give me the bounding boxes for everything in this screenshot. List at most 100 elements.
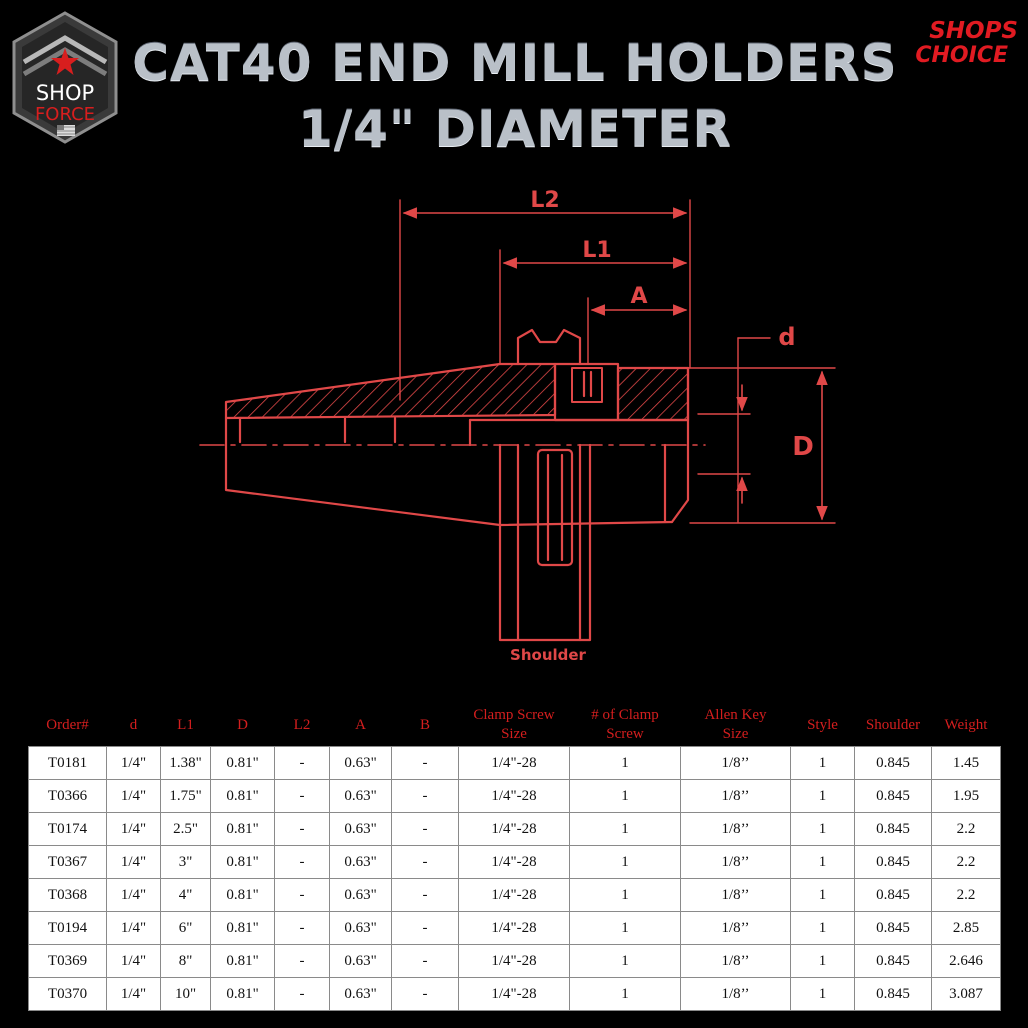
table-cell: 1/4" (106, 944, 161, 978)
table-cell: 1/8’’ (680, 779, 791, 813)
table-cell: 0.81" (210, 845, 275, 879)
table-cell: 0.81" (210, 779, 275, 813)
table-cell: 4" (160, 878, 211, 912)
shop-force-logo: SHOP FORCE (12, 11, 118, 144)
column-header-text: Clamp Screw (473, 707, 555, 723)
table-cell: 1/8’’ (680, 746, 791, 780)
table-cell: 1.38" (160, 746, 211, 780)
column-header: B (391, 704, 459, 747)
shoulder-label: Shoulder (510, 646, 587, 664)
table-cell: - (274, 911, 330, 945)
dim-label-d-small: d (778, 323, 795, 351)
table-cell: - (391, 779, 459, 813)
column-header: Weight (931, 704, 1001, 747)
table-cell: 1/8’’ (680, 944, 791, 978)
table-cell: - (274, 779, 330, 813)
column-header-text: Order# (46, 716, 89, 733)
dim-label-l2: L2 (530, 188, 559, 213)
column-header-text: Size (722, 726, 749, 742)
table-cell: T0367 (28, 845, 107, 879)
column-header-text: d (129, 716, 138, 733)
table-cell: T0370 (28, 977, 107, 1011)
column-header-text: B (419, 716, 430, 733)
table-cell: 1/4"-28 (458, 746, 570, 780)
table-cell: 10" (160, 977, 211, 1011)
table-cell: - (391, 746, 459, 780)
table-cell: 1 (790, 779, 855, 813)
table-cell: 2.2 (931, 812, 1001, 846)
column-header-text: L1 (177, 716, 194, 733)
table-cell: 0.63" (329, 878, 392, 912)
table-cell: 1 (569, 977, 681, 1011)
table-cell: 1.95 (931, 779, 1001, 813)
table-cell: 0.63" (329, 812, 392, 846)
table-cell: 0.63" (329, 779, 392, 813)
table-cell: - (274, 977, 330, 1011)
flag-icon (57, 125, 75, 136)
logo-shop-text: SHOP (36, 81, 94, 105)
table-cell: - (391, 812, 459, 846)
table-cell: 1/4" (106, 845, 161, 879)
column-header-text: Size (501, 726, 527, 742)
table-cell: 2.646 (931, 944, 1001, 978)
table-cell: 0.845 (854, 812, 932, 846)
table-cell: 2.2 (931, 878, 1001, 912)
column-header: Order# (28, 704, 107, 747)
table-cell: 1.75" (160, 779, 211, 813)
table-cell: 3.087 (931, 977, 1001, 1011)
column-header-text: A (355, 716, 366, 733)
table-cell: 1 (569, 944, 681, 978)
table-cell: 1 (569, 746, 681, 780)
table-cell: - (391, 845, 459, 879)
table-cell: 0.63" (329, 746, 392, 780)
logo-shops-text: SHOPS (929, 18, 1018, 44)
table-cell: - (391, 878, 459, 912)
table-cell: 8" (160, 944, 211, 978)
column-header-text: # of Clamp (591, 707, 659, 723)
table-cell: 0.845 (854, 911, 932, 945)
table-cell: 1/4" (106, 878, 161, 912)
table-cell: T0368 (28, 878, 107, 912)
table-cell: 1 (790, 977, 855, 1011)
table-cell: - (274, 812, 330, 846)
table-cell: 1 (790, 878, 855, 912)
column-header-text: D (237, 716, 248, 733)
dim-label-l1: L1 (582, 238, 611, 263)
column-header: Shoulder (854, 704, 932, 747)
table-cell: 1 (790, 812, 855, 846)
table-cell: - (391, 911, 459, 945)
table-cell: 0.81" (210, 812, 275, 846)
table-cell: 0.81" (210, 911, 275, 945)
table-cell: 0.81" (210, 878, 275, 912)
table-cell: T0366 (28, 779, 107, 813)
table-cell: 1 (569, 911, 681, 945)
table-cell: 1 (569, 779, 681, 813)
table-cell: 1/8’’ (680, 977, 791, 1011)
column-header-text: Style (807, 716, 838, 733)
star-icon (51, 48, 79, 75)
table-cell: 1 (790, 746, 855, 780)
column-header: D (210, 704, 275, 747)
logo-force-text: FORCE (35, 104, 95, 125)
column-header-text: L2 (293, 716, 311, 733)
table-cell: 0.81" (210, 977, 275, 1011)
table-cell: 0.845 (854, 746, 932, 780)
logo-choice-text: CHOICE (915, 43, 1008, 68)
table-cell: 1 (790, 845, 855, 879)
table-cell: 0.63" (329, 845, 392, 879)
page-subtitle: 1/4" DIAMETER (298, 100, 732, 158)
table-cell: 1 (790, 944, 855, 978)
shops-choice-logo: SHOPS CHOICE (915, 18, 1018, 68)
table-cell: T0194 (28, 911, 107, 945)
